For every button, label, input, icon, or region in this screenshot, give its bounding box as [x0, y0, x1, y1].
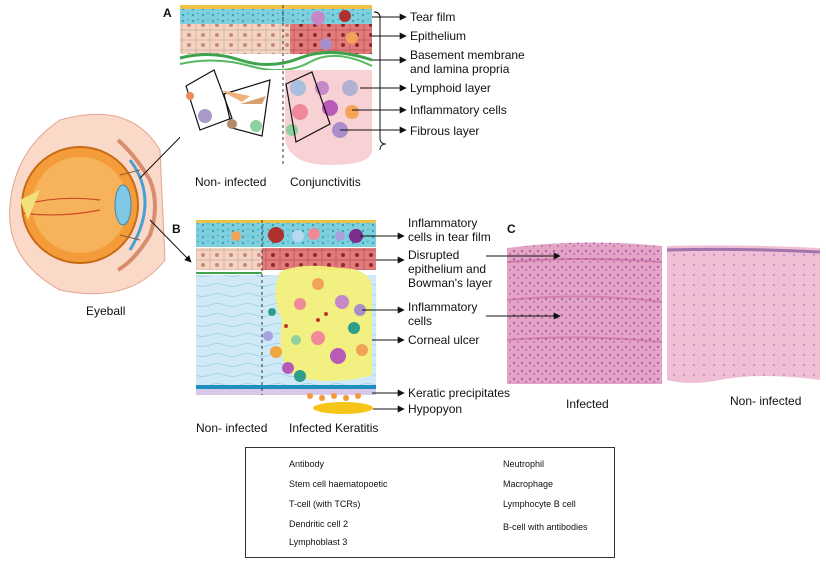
label-inflammatory-tear-2: cells in tear film: [408, 230, 491, 244]
label-lamina-propria: and lamina propria: [410, 62, 510, 76]
legend-label-lymphoblast: Lymphoblast 3: [289, 537, 348, 547]
label-inflammatory-tear-1: Inflammatory: [408, 216, 478, 230]
legend-label-dendritic-cell: Dendritic cell 2: [289, 519, 349, 529]
eyeball-illustration: [9, 113, 166, 295]
panel-a-arrows: [340, 13, 407, 134]
panel-b-cornea: [196, 220, 376, 414]
legend-label-b-cell: Lymphocyte B cell: [503, 499, 576, 509]
label-inflammatory-cells-a: Inflammatory cells: [410, 103, 507, 117]
panel-c-arrows: [486, 252, 561, 320]
legend-label-t-cell: T-cell (with TCRs): [289, 499, 361, 509]
legend-label-neutrophil: Neutrophil: [503, 459, 545, 469]
label-disrupted-1: Disrupted: [408, 248, 460, 262]
label-hypopyon: Hypopyon: [408, 402, 463, 416]
label-disrupted-3: Bowman's layer: [408, 276, 493, 290]
label-fibrous-layer: Fibrous layer: [410, 124, 480, 138]
label-basement-membrane: Basement membrane: [410, 48, 525, 62]
panel-c-histology: [506, 242, 821, 384]
label-keratic-precipitates: Keratic precipitates: [408, 386, 511, 400]
panel-b-arrows: [360, 232, 405, 413]
caption-c-non-infected: Non- infected: [730, 394, 802, 408]
eyeball-label: Eyeball: [86, 304, 126, 318]
caption-c-infected: Infected: [566, 397, 609, 411]
label-inflammatory-b-2: cells: [408, 314, 433, 328]
caption-a-non-infected: Non- infected: [195, 175, 267, 189]
arrow-to-panel-b: [149, 219, 192, 263]
caption-a-conjunctivitis: Conjunctivitis: [290, 175, 361, 189]
legend-box: Antibody Stem cell haematopoetic T-cell …: [245, 447, 615, 558]
legend-label-b-cell-antibodies: B-cell with antibodies: [503, 522, 588, 532]
legend-label-stem-cell: Stem cell haematopoetic: [289, 479, 388, 489]
legend-label-macrophage: Macrophage: [503, 479, 554, 489]
label-lymphoid-layer: Lymphoid layer: [410, 81, 491, 95]
panel-letter-c: C: [507, 222, 516, 236]
label-disrupted-2: epithelium and: [408, 262, 487, 276]
label-tear-film: Tear film: [410, 10, 456, 24]
panel-a-conjunctiva: [179, 5, 387, 165]
caption-b-non-infected: Non- infected: [196, 421, 268, 435]
label-inflammatory-b-1: Inflammatory: [408, 300, 478, 314]
label-epithelium: Epithelium: [410, 29, 467, 43]
panel-letter-b: B: [172, 222, 181, 236]
label-corneal-ulcer: Corneal ulcer: [408, 333, 480, 347]
panel-letter-a: A: [163, 6, 172, 20]
caption-b-infected-keratitis: Infected Keratitis: [289, 421, 379, 435]
legend-label-antibody: Antibody: [289, 459, 325, 469]
